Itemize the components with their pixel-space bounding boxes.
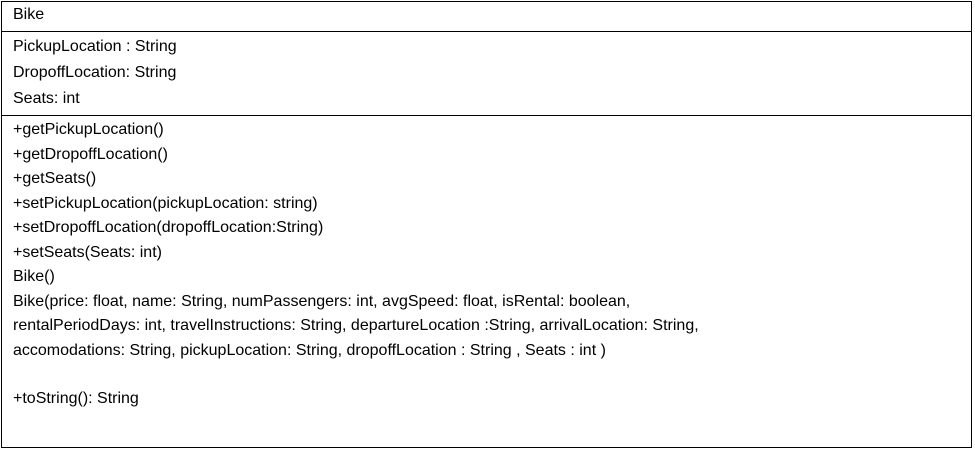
operation-set-seats: +setSeats(Seats: int) (13, 243, 162, 261)
operation-full-constructor-line-2: rentalPeriodDays: int, travelInstruction… (13, 317, 699, 334)
attribute-pickup-location: PickupLocation : String (13, 38, 177, 55)
class-name: Bike (13, 6, 45, 23)
attribute-dropoff-location: DropoffLocation: String (13, 64, 177, 81)
operation-default-constructor: Bike() (13, 268, 55, 285)
operations-section: +getPickupLocation() +getDropoffLocation… (2, 116, 971, 412)
operation-get-dropoff-location: +getDropoffLocation() (13, 145, 168, 163)
attribute-seats: Seats: int (13, 90, 80, 107)
operation-set-pickup-location: +setPickupLocation(pickupLocation: strin… (13, 194, 318, 212)
operation-full-constructor-line-1: Bike(price: float, name: String, numPass… (13, 292, 631, 310)
operation-to-string: +toString(): String (13, 390, 139, 407)
class-name-section: Bike (2, 2, 971, 32)
operation-full-constructor-line-3: accomodations: String, pickupLocation: S… (13, 341, 606, 359)
attributes-section: PickupLocation : String DropoffLocation:… (2, 32, 971, 116)
operation-get-seats: +getSeats() (13, 170, 97, 187)
operation-get-pickup-location: +getPickupLocation() (13, 121, 164, 138)
operation-set-dropoff-location: +setDropoffLocation(dropoffLocation:Stri… (13, 219, 324, 236)
operation-spacer (13, 363, 971, 387)
